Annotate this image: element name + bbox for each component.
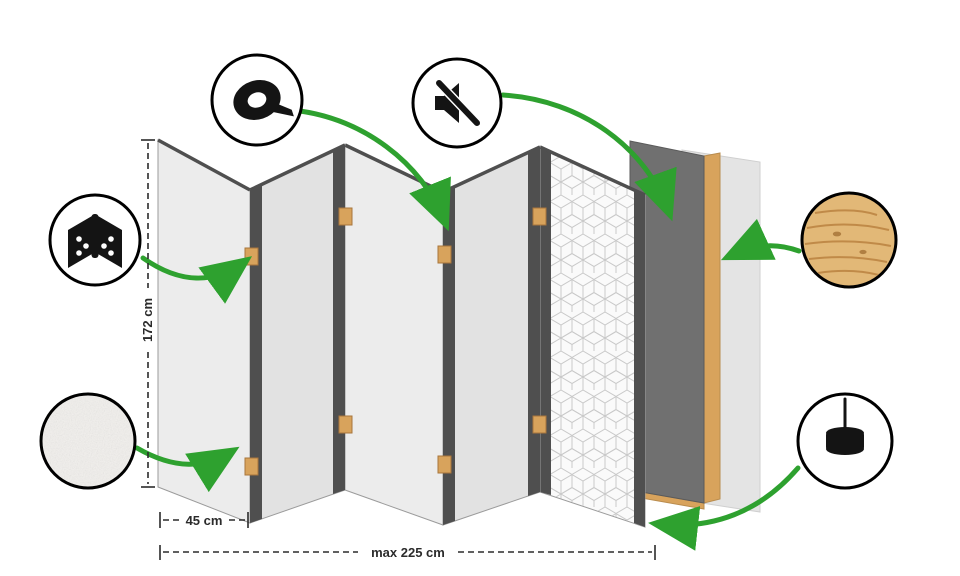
fleece-texture-grain: [43, 396, 133, 486]
max-width-dimension-label: max 225 cm: [371, 545, 445, 560]
pattern-panel: [539, 145, 646, 528]
hinge-4-bottom: [532, 415, 547, 434]
hinge-callout: [48, 193, 142, 287]
gray-panel-2: [249, 143, 346, 524]
wood-grain-lines: [804, 209, 892, 276]
height-dimension: 172 cm: [140, 139, 155, 488]
joint-edge-3: [443, 186, 455, 525]
hinge-2-bottom: [338, 415, 353, 434]
foot-callout: [796, 392, 894, 490]
wood-texture-icon: [800, 191, 898, 289]
hinge-2-top: [338, 207, 353, 226]
geometric-cube-pattern: [551, 152, 634, 523]
panel-joint-edges: [250, 145, 540, 525]
panel-3-face: [344, 144, 444, 526]
hinge-1-bottom: [244, 457, 259, 476]
hinge-4-top: [532, 207, 547, 226]
panel-2-top-edge: [249, 143, 346, 192]
panel-width-dimension: 45 cm: [159, 512, 249, 528]
gray-panel-3: [344, 143, 444, 526]
hinge-3-bottom: [437, 455, 452, 474]
tape-callout: [210, 53, 304, 147]
panel-width-dimension-label: 45 cm: [186, 513, 223, 528]
joint-edge-4: [528, 147, 540, 496]
pattern-panel-right-edge: [634, 190, 645, 527]
panel-4-face: [442, 146, 541, 526]
joint-edge-2: [333, 145, 345, 494]
hinge-icon: [68, 214, 122, 268]
arrow-mute-to-dark-panel: [500, 92, 677, 222]
arrow-foot-to-bottom: [648, 465, 801, 551]
tape-roll-icon: [233, 80, 294, 120]
panel-4-top-edge: [442, 145, 541, 194]
dark-wood-framed-panel: [629, 140, 721, 510]
mute-speaker-icon: [432, 76, 484, 130]
pattern-panel-top-edge: [539, 145, 646, 197]
wood-callout: [800, 191, 898, 289]
max-width-dimension: max 225 cm: [159, 545, 656, 560]
gray-panel-1: [157, 138, 251, 524]
wood-frame-right: [703, 152, 721, 504]
mute-callout: [411, 57, 503, 149]
hinge-3-top: [437, 245, 452, 264]
height-dimension-label: 172 cm: [140, 298, 155, 342]
gray-panel-4: [442, 145, 541, 526]
panel-1-top-edge: [157, 138, 251, 192]
joint-edge-1: [250, 184, 262, 523]
foot-pin-icon: [826, 397, 864, 455]
hinge-1-top: [244, 247, 259, 266]
fleece-callout: [39, 392, 137, 490]
panel-2-face: [249, 144, 346, 524]
panel-1-face: [157, 139, 251, 524]
arrow-wood-to-frame: [720, 218, 802, 261]
pattern-panel-left-edge: [540, 147, 551, 495]
arrow-tape-to-joint: [297, 108, 451, 232]
arrow-hinge-to-joint: [140, 255, 253, 304]
